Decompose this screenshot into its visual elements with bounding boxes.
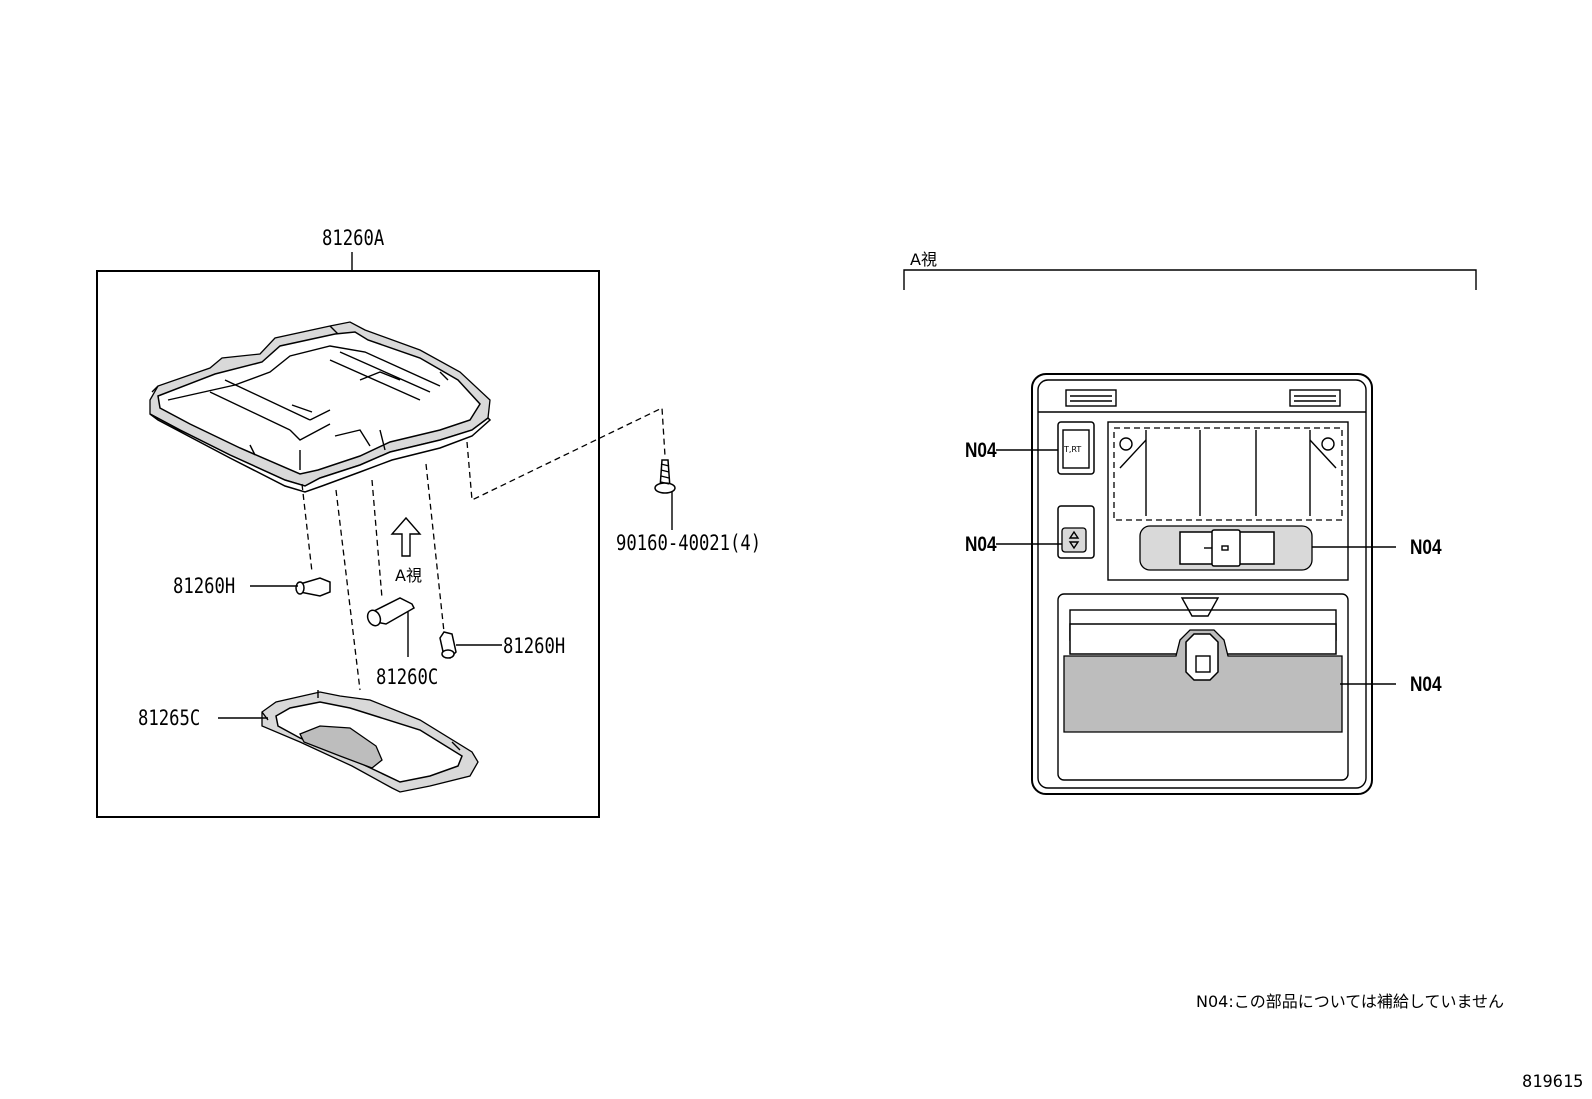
view-bracket	[903, 269, 1477, 290]
label-screw: 90160-40021(4)	[616, 531, 762, 555]
callout-n04-center: N04	[1410, 536, 1442, 559]
label-bulb-right: 81260H	[503, 634, 566, 658]
switch-text: T,RT	[1064, 445, 1082, 454]
footer-note: N04:この部品については補給していません	[1196, 992, 1504, 1011]
label-assembly: 81260A	[322, 226, 385, 250]
guide-lines	[301, 406, 666, 691]
label-bulb-left: 81260H	[173, 574, 236, 598]
label-bulb-center: 81260C	[376, 665, 439, 689]
label-lens: 81265C	[138, 706, 201, 730]
switch-top	[1057, 421, 1095, 475]
screw-icon	[654, 459, 676, 494]
callout-n04-switch-small: N04	[965, 533, 997, 556]
bulb-left-icon	[295, 577, 331, 597]
label-view-title: A視	[910, 250, 937, 269]
view-arrow-icon	[390, 516, 422, 557]
bulb-right-icon	[439, 631, 457, 659]
bulb-center-icon	[366, 597, 415, 627]
storage-compartment	[1057, 593, 1349, 781]
assembly-frame	[96, 270, 600, 818]
label-view-arrow: A視	[395, 566, 422, 585]
figure-number: 819615	[1522, 1072, 1584, 1092]
lamp-area	[1107, 421, 1349, 581]
lens-drawing	[261, 690, 479, 793]
switch-small	[1057, 505, 1095, 559]
callout-n04-switch-top: N04	[965, 439, 997, 462]
console-outline	[1031, 373, 1373, 795]
callout-n04-bottom: N04	[1410, 673, 1442, 696]
housing-drawing	[149, 321, 492, 493]
